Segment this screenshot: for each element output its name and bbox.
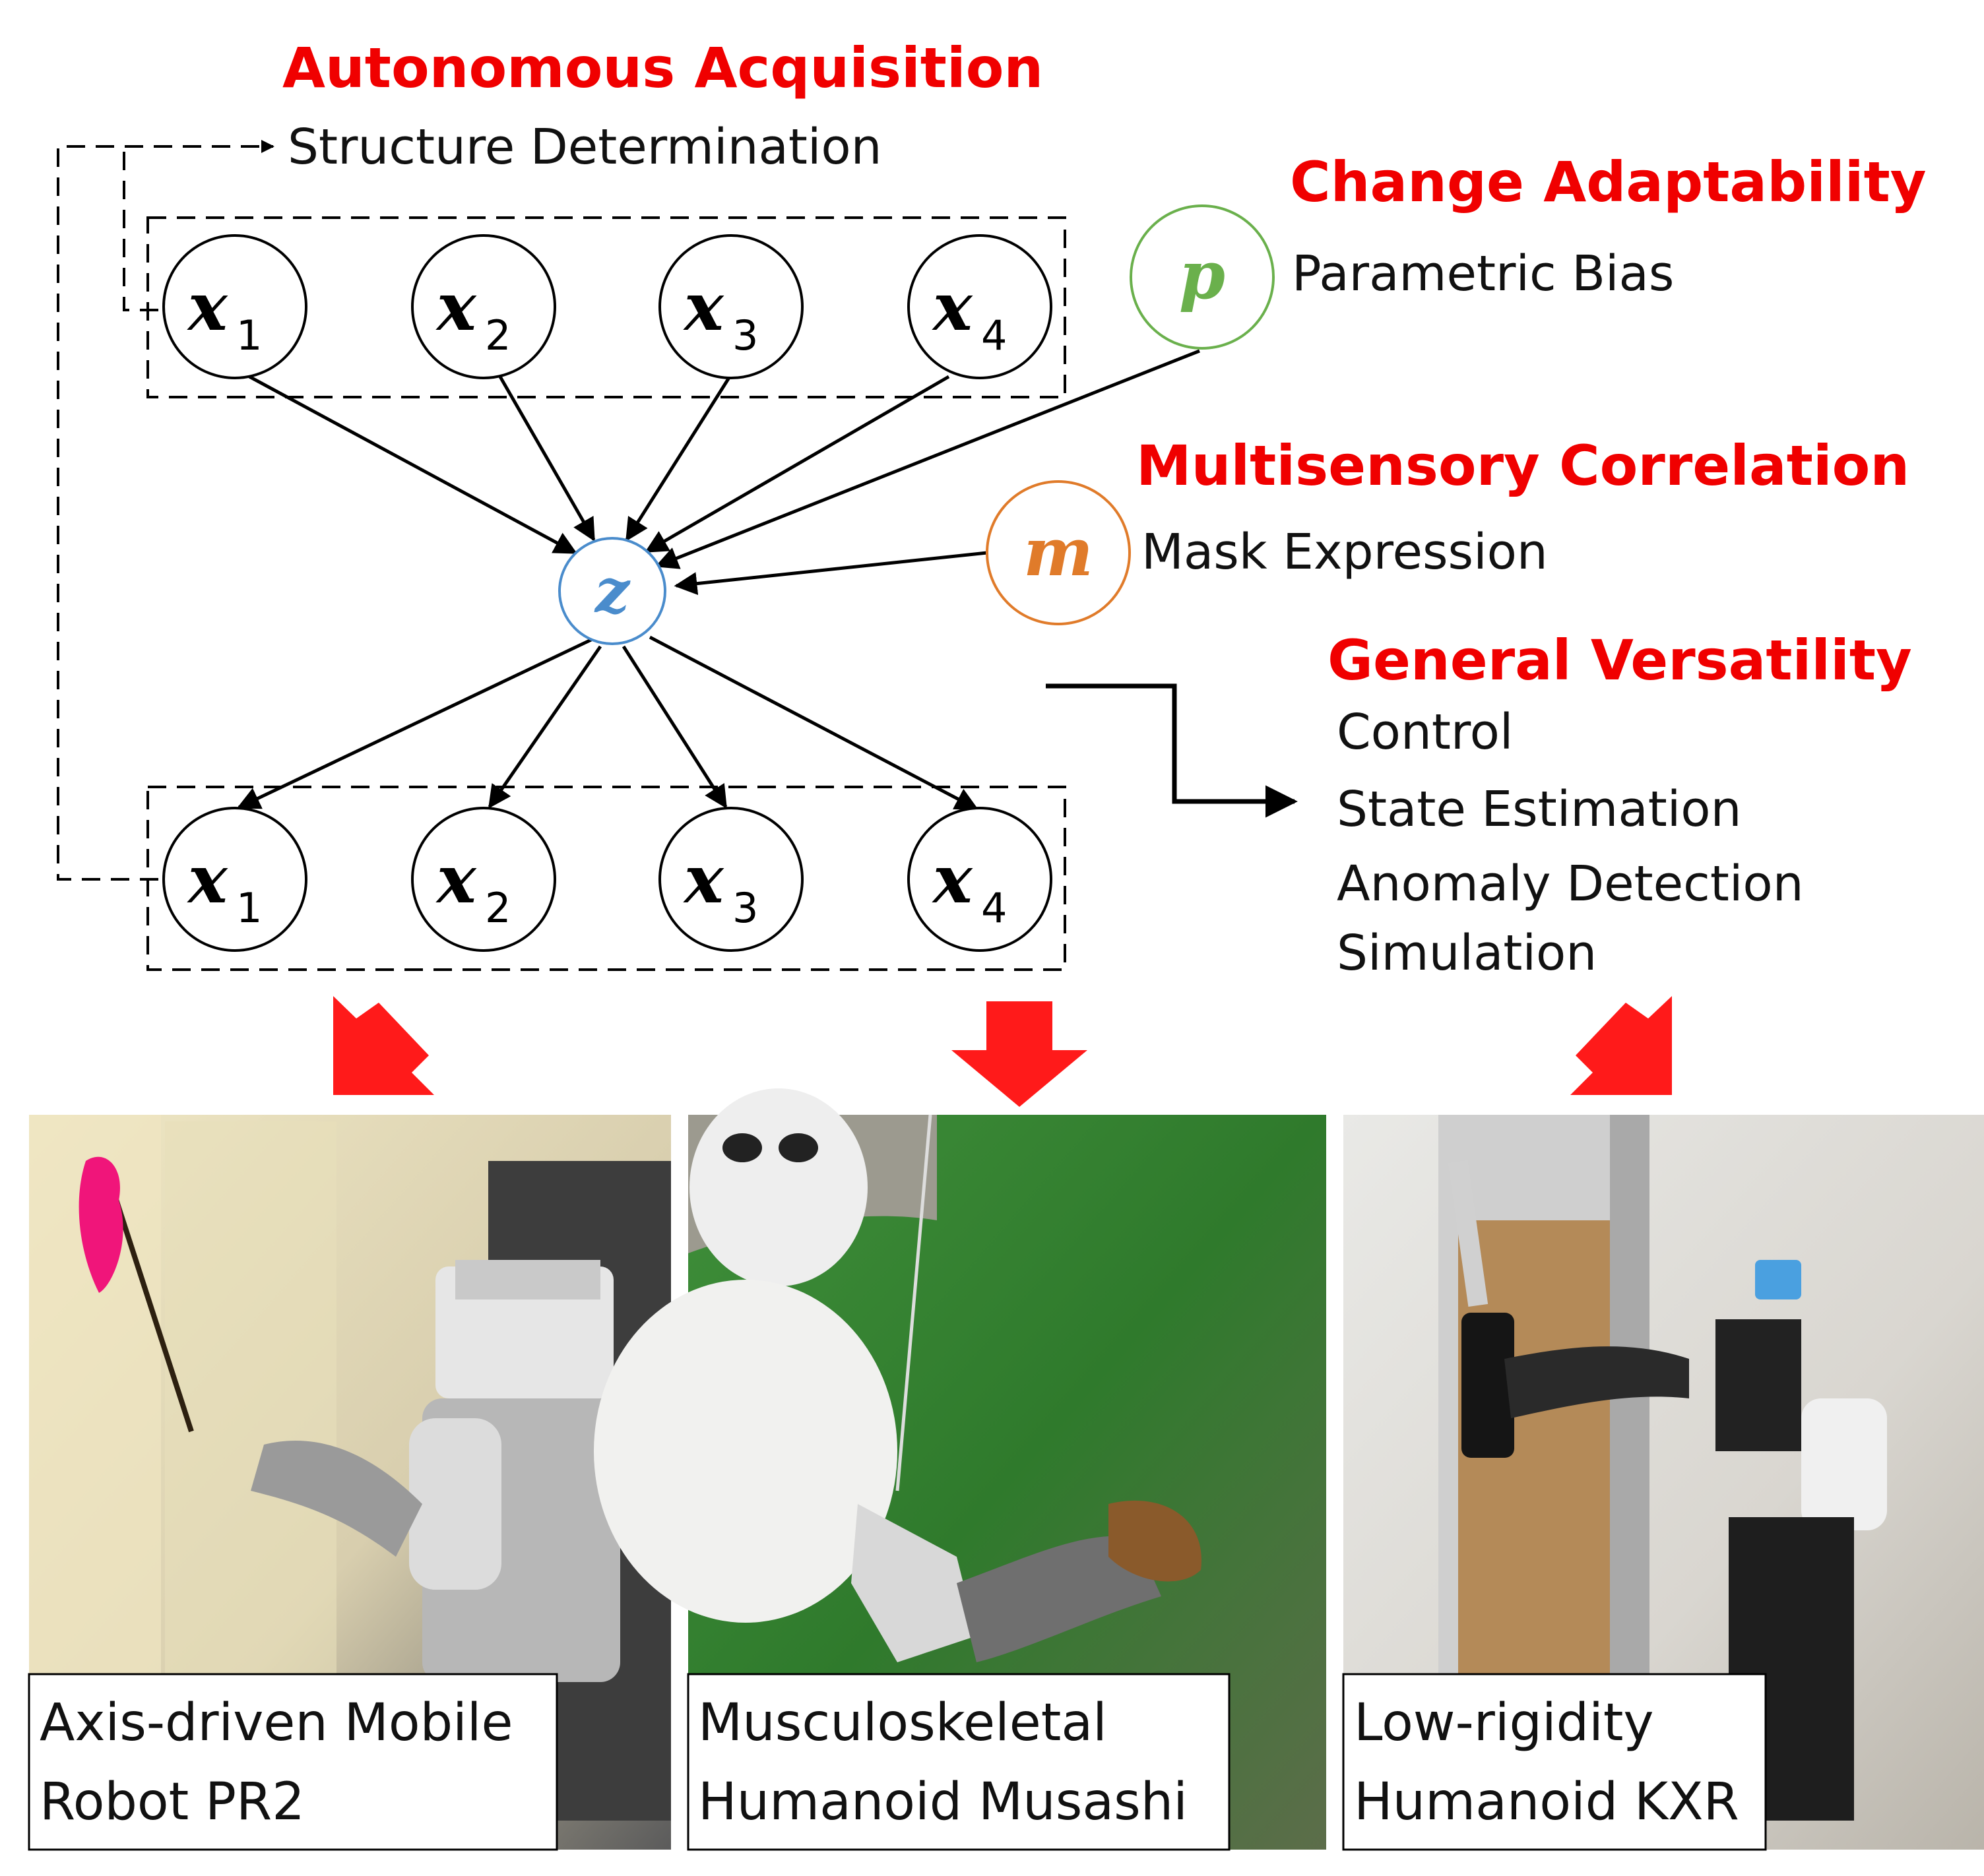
parametric-bias-node: p [1130, 204, 1275, 350]
caption-line: Musculoskeletal [698, 1693, 1107, 1753]
caption-pr2: Axis-driven Mobile Robot PR2 [28, 1673, 558, 1851]
mask-node: m [986, 480, 1131, 625]
mask-symbol: m [1023, 513, 1093, 591]
caption-line: Robot PR2 [40, 1772, 305, 1832]
latent-node: z [558, 537, 666, 645]
caption-line: Axis-driven Mobile [40, 1693, 513, 1753]
node-var-letter: x [187, 268, 228, 346]
caption-line: Low-rigidity [1354, 1693, 1654, 1753]
node-var-letter: x [683, 840, 724, 918]
label-mask-expression: Mask Expression [1141, 524, 1548, 580]
node-var-letter: x [435, 268, 477, 346]
photo-kxr-humanoid [1343, 1115, 1984, 1850]
graph-edges [236, 349, 1200, 811]
node-subscript: 3 [732, 311, 758, 360]
label-parametric-bias: Parametric Bias [1292, 245, 1674, 302]
heading-autonomous-acquisition: Autonomous Acquisition [282, 36, 1043, 100]
node-subscript: 2 [485, 311, 511, 360]
caption-line: Humanoid KXR [1354, 1772, 1739, 1832]
node-var-letter: x [683, 268, 724, 346]
node-var-letter: x [187, 840, 228, 918]
red-arrow-icon [951, 1001, 1087, 1107]
latent-symbol: z [594, 555, 631, 627]
output-node: x 4 [907, 807, 1052, 952]
input-node: x 1 [162, 234, 307, 379]
caption-kxr: Low-rigidity Humanoid KXR [1342, 1673, 1767, 1851]
node-subscript: 4 [981, 884, 1007, 932]
node-subscript: 3 [732, 884, 758, 932]
application-item: Control [1337, 704, 1514, 761]
versatility-arrow [1046, 683, 1298, 818]
input-group-box [146, 216, 1066, 398]
input-node: x 4 [907, 234, 1052, 379]
caption-musashi: Musculoskeletal Humanoid Musashi [687, 1673, 1231, 1851]
node-var-letter: x [435, 840, 477, 918]
output-node: x 3 [658, 807, 804, 952]
input-node: x 2 [411, 234, 556, 379]
output-group-box [146, 786, 1066, 971]
red-arrow-icon [333, 996, 434, 1095]
application-item: Simulation [1337, 925, 1597, 982]
output-node: x 2 [411, 807, 556, 952]
node-subscript: 1 [236, 884, 262, 932]
node-subscript: 4 [981, 311, 1007, 360]
caption-line: Humanoid Musashi [698, 1772, 1188, 1832]
bias-symbol: p [1179, 236, 1225, 314]
output-node: x 1 [162, 807, 307, 952]
heading-change-adaptability: Change Adaptability [1290, 150, 1926, 214]
heading-general-versatility: General Versatility [1328, 628, 1912, 693]
node-var-letter: x [932, 268, 973, 346]
node-subscript: 1 [236, 311, 262, 360]
node-subscript: 2 [485, 884, 511, 932]
red-arrow-icon [1570, 996, 1672, 1095]
input-node: x 3 [658, 234, 804, 379]
application-item: State Estimation [1337, 781, 1741, 838]
heading-multisensory-correlation: Multisensory Correlation [1136, 433, 1909, 498]
label-structure-determination: Structure Determination [288, 119, 882, 175]
application-item: Anomaly Detection [1337, 856, 1804, 912]
node-var-letter: x [932, 840, 973, 918]
